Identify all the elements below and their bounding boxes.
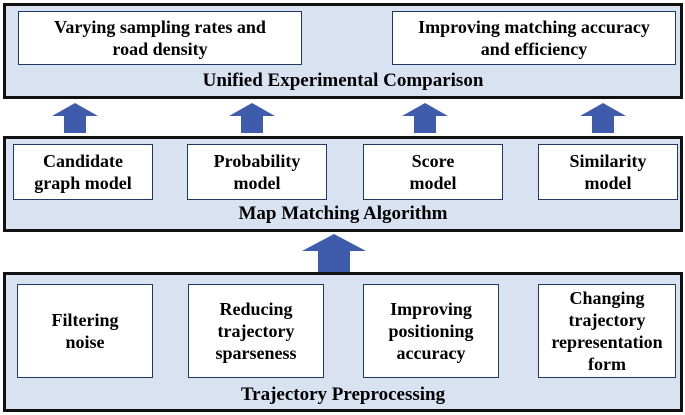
up-arrow-icon — [52, 103, 98, 133]
representation-form-box: Changing trajectory representation form — [538, 284, 676, 378]
preprocessing-panel-title: Trajectory Preprocessing — [240, 384, 446, 405]
score-model-box: Score model — [363, 144, 503, 200]
filtering-noise-box: Filtering noise — [17, 284, 153, 378]
probability-model-box: Probability model — [187, 144, 327, 200]
up-arrow-icon — [229, 103, 275, 133]
up-arrow-icon — [580, 103, 626, 133]
accuracy-efficiency-box: Improving matching accuracy and efficien… — [392, 11, 676, 65]
similarity-model-box: Similarity model — [538, 144, 678, 200]
candidate-graph-model-box: Candidate graph model — [13, 144, 153, 200]
comparison-panel: Varying sampling rates and road density … — [3, 3, 683, 99]
up-arrow-icon — [302, 234, 366, 272]
up-arrow-icon — [402, 103, 448, 133]
sampling-rates-box: Varying sampling rates and road density — [18, 11, 302, 65]
algorithm-panel: Candidate graph model Probability model … — [3, 136, 683, 232]
comparison-panel-title: Unified Experimental Comparison — [202, 70, 484, 91]
reducing-sparseness-box: Reducing trajectory sparseness — [188, 284, 324, 378]
preprocessing-panel: Filtering noise Reducing trajectory spar… — [3, 272, 683, 412]
algorithm-panel-title: Map Matching Algorithm — [238, 203, 448, 224]
positioning-accuracy-box: Improving positioning accuracy — [363, 284, 499, 378]
